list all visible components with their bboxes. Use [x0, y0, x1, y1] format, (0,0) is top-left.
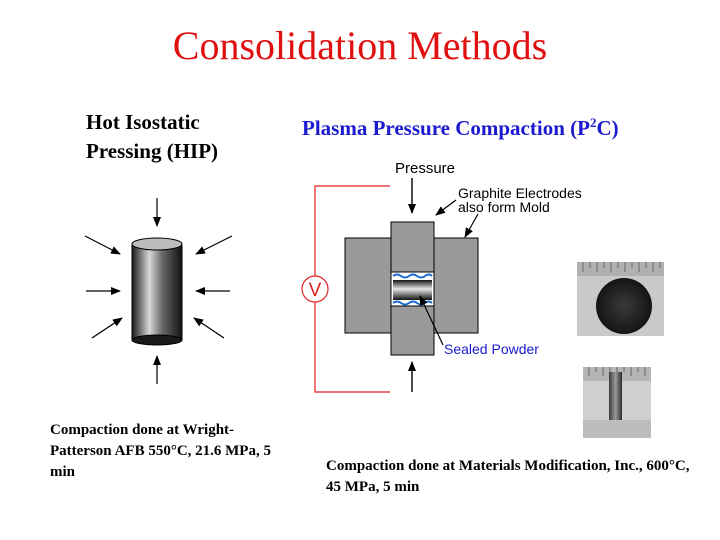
powder-top — [392, 273, 433, 279]
compacted-rod — [609, 372, 622, 422]
sample-rod-photo — [583, 367, 651, 438]
powder-leader — [419, 295, 444, 346]
electrode-leaders — [435, 199, 479, 238]
electrodes-label-line2: also form Mold — [458, 199, 550, 215]
lower-electrode — [390, 305, 435, 356]
p2c-caption: Compaction done at Materials Modificatio… — [326, 458, 690, 495]
arrow-upper-right — [195, 235, 233, 255]
compacted-sample — [393, 280, 432, 300]
upper-electrode — [390, 221, 435, 273]
sample-disc-photo — [577, 262, 664, 336]
hip-heading: Hot Isostatic Pressing (HIP) — [86, 108, 276, 166]
p2c-heading-end: C) — [596, 116, 619, 140]
arrow-lower-left — [91, 317, 123, 339]
hip-pressure-arrows — [84, 198, 233, 384]
hip-cylinder — [131, 237, 183, 346]
electrodes-label-line1: Graphite Electrodes — [458, 185, 582, 201]
arrow-upper-left — [84, 235, 121, 255]
page-title: Consolidation Methods — [172, 23, 548, 68]
p2c-circuit — [301, 185, 390, 393]
hip-heading-line2: Pressing (HIP) — [86, 139, 219, 163]
p2c-heading-main: Plasma Pressure Compaction (P — [302, 116, 590, 140]
voltage-label: V — [309, 280, 322, 301]
voltage-source — [301, 275, 329, 303]
p2c-heading: Plasma Pressure Compaction (P2C) — [302, 108, 712, 143]
sealed-powder-label: Sealed Powder — [444, 341, 539, 357]
pressure-label: Pressure — [395, 160, 455, 177]
hip-heading-line1: Hot Isostatic — [86, 110, 200, 134]
arrow-lower-right — [193, 317, 225, 339]
compacted-disc — [596, 278, 652, 334]
hip-caption: Compaction done at Wright-Patterson AFB … — [50, 422, 271, 480]
p2c-heading-sup: 2 — [589, 115, 597, 130]
graphite-mold — [344, 221, 479, 356]
